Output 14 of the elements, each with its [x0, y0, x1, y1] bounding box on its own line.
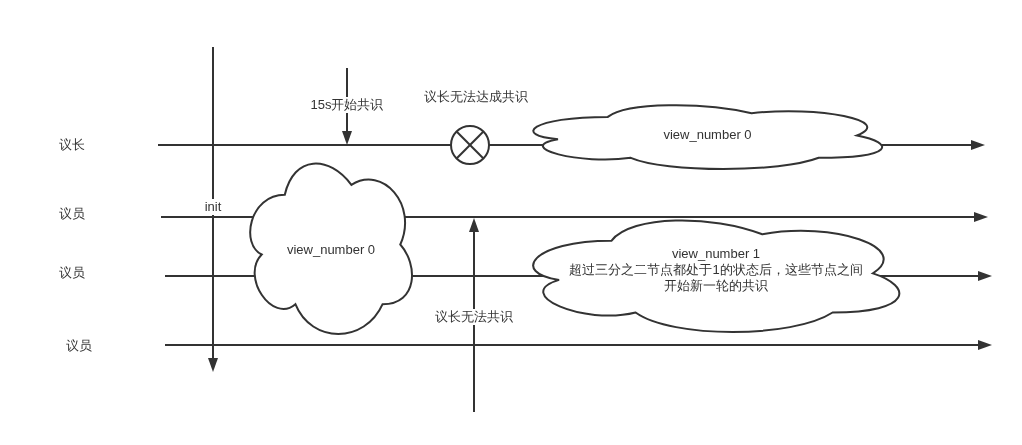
role-label: 议员: [59, 265, 85, 281]
arrow-label: 15s开始共识: [308, 97, 386, 113]
role-label: 议长: [59, 137, 85, 153]
role-label: 议员: [59, 206, 85, 222]
crossed-circle-symbol: [450, 125, 490, 165]
role-label: 议员: [66, 338, 92, 354]
cloud-label: view_number 1: [671, 246, 761, 262]
arrow-label: 议长无法共识: [433, 309, 515, 325]
cloud-label: view_number 0: [663, 127, 752, 143]
annotation-text: 议长无法达成共识: [424, 89, 528, 105]
cloud-shape: [251, 163, 411, 334]
arrow-label: init: [202, 199, 224, 215]
cloud-label: view_number 0: [286, 242, 376, 258]
cloud-description: 超过三分之二节点都处于1的状态后，这些节点之间开始新一轮的共识: [568, 262, 864, 294]
